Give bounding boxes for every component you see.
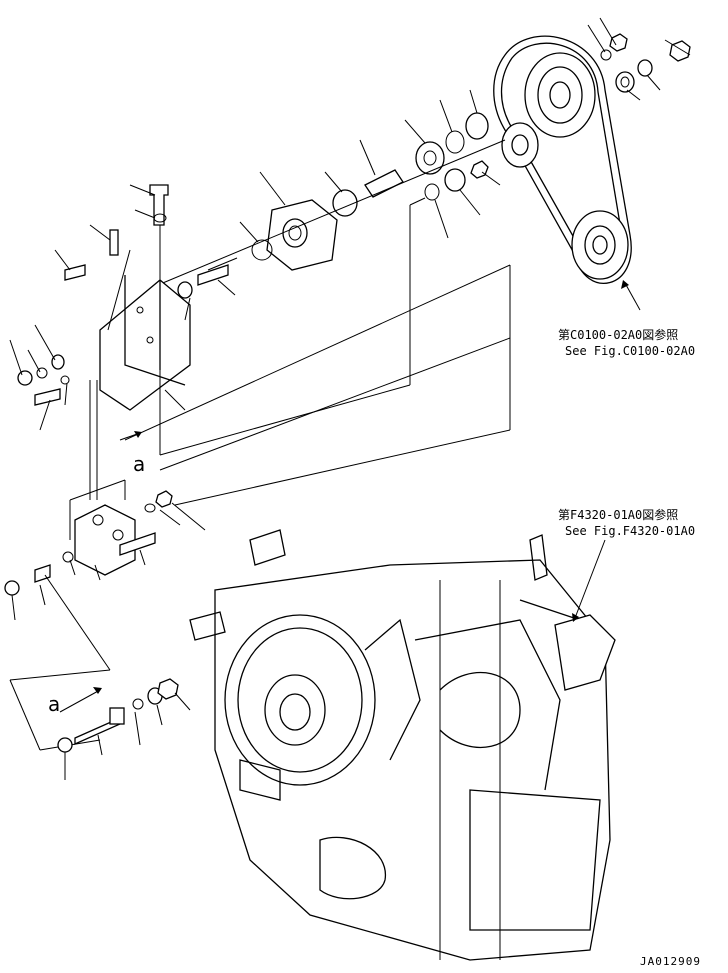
bracket-illustration bbox=[17, 184, 426, 500]
hub-shaft-illustration bbox=[157, 112, 506, 286]
reference-c0100-en: See Fig.C0100-02A0 bbox=[565, 344, 696, 358]
drawing-number: JA012909 bbox=[640, 955, 701, 968]
detail-a-upper bbox=[119, 431, 142, 441]
reference-arrows bbox=[572, 280, 641, 622]
leader-lines-bolts bbox=[11, 584, 191, 780]
bolt-group-illustration bbox=[4, 551, 179, 753]
leader-lines bbox=[239, 17, 691, 243]
transmission-illustration bbox=[189, 529, 616, 961]
reference-f4320-en: See Fig.F4320-01A0 bbox=[565, 524, 696, 538]
reference-c0100-jp: 第C0100-02A0図参照 bbox=[558, 328, 679, 342]
leader-lines-bracket bbox=[9, 184, 236, 431]
detail-label-upper: a bbox=[133, 452, 146, 476]
detail-label-lower: a bbox=[48, 692, 61, 716]
mount-plate-illustration bbox=[69, 264, 511, 576]
leader-lines-plate bbox=[69, 502, 206, 581]
reference-f4320-jp: 第F4320-01A0図参照 bbox=[558, 508, 679, 522]
belt-drive-illustration bbox=[493, 33, 691, 284]
